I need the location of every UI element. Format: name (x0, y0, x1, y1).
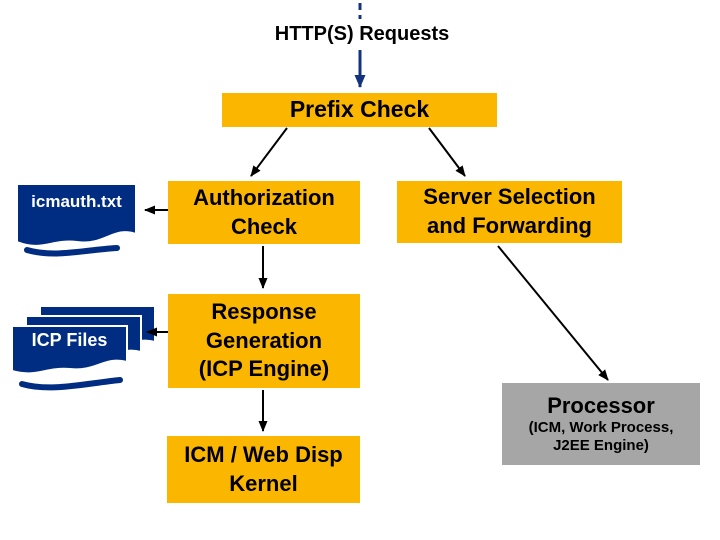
icmauth-label: icmauth.txt (31, 192, 122, 211)
http-requests-label: HTTP(S) Requests (274, 23, 450, 45)
icp-files-stack-icon (12, 306, 156, 391)
icp-sheet-front (12, 325, 128, 375)
icmauth-document-icon (17, 184, 137, 257)
node-authorization-check: Authorization Check (168, 181, 360, 244)
response-generation-label: Response Generation (ICP Engine) (198, 299, 330, 382)
icmauth-shadow (24, 245, 120, 257)
icp-shadow (19, 377, 123, 391)
node-prefix-check: Prefix Check (222, 93, 497, 127)
edge-prefix-to-server (428, 127, 466, 177)
edge-server-to-processor (497, 245, 609, 381)
icmauth-document-shape (17, 184, 137, 247)
node-server-selection: Server Selection and Forwarding (397, 181, 622, 243)
prefix-check-label: Prefix Check (289, 96, 430, 123)
authorization-check-label: Authorization Check (193, 184, 335, 239)
processor-title: Processor (547, 393, 655, 419)
processor-subtitle: (ICM, Work Process, J2EE Engine) (528, 418, 674, 454)
node-response-generation: Response Generation (ICP Engine) (168, 294, 360, 388)
icp-files-label: ICP Files (31, 330, 108, 350)
icm-kernel-label: ICM / Web Disp Kernel (184, 441, 343, 496)
edge-prefix-to-auth (250, 127, 288, 177)
server-selection-label: Server Selection and Forwarding (423, 184, 596, 238)
node-icm-kernel: ICM / Web Disp Kernel (167, 436, 360, 503)
node-processor: Processor (ICM, Work Process, J2EE Engin… (502, 383, 700, 465)
